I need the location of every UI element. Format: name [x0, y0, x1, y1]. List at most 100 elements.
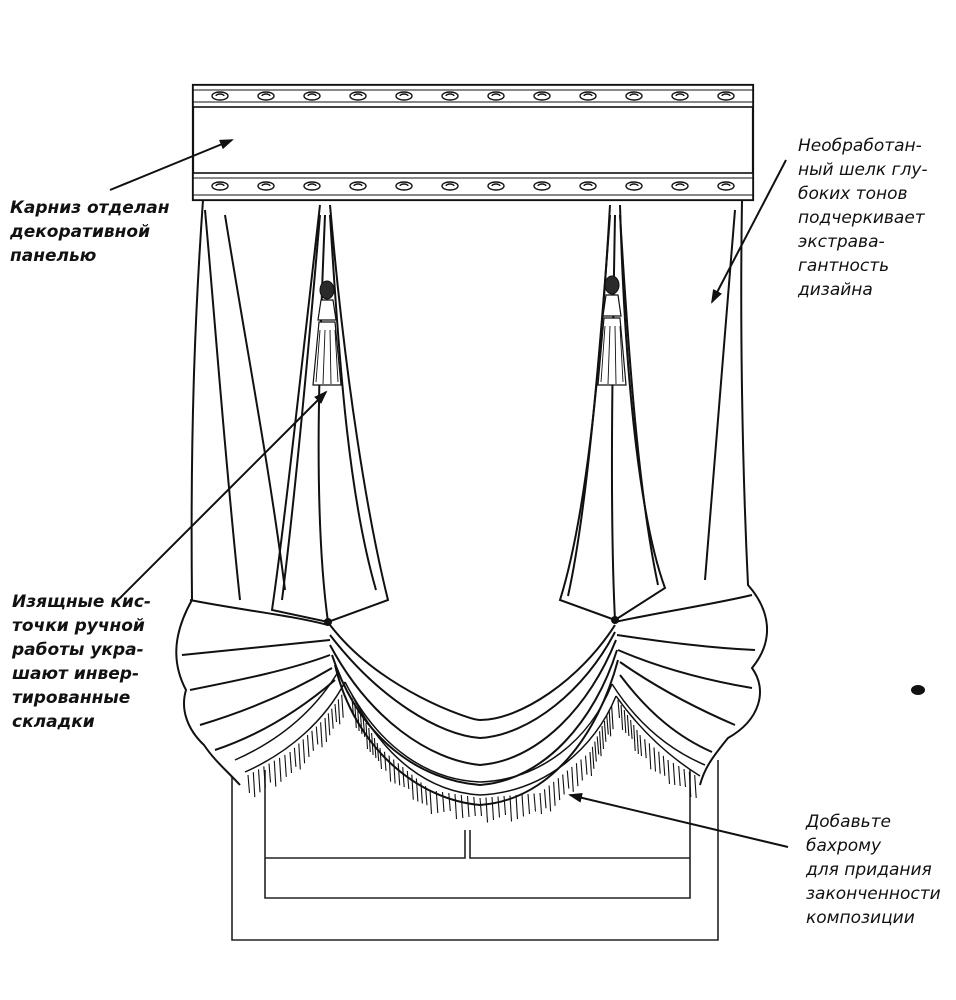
fringe-strand: [257, 769, 261, 793]
annotation-line: ный шелк глу-: [798, 160, 928, 180]
annotation-line: Изящные кис-: [12, 592, 151, 612]
fringe-strand: [327, 713, 331, 736]
fringe-strand: [273, 760, 277, 787]
fringe-strand: [626, 714, 630, 737]
fringe-strand: [575, 763, 579, 787]
fringe-strand: [373, 737, 377, 759]
fringe-strand: [571, 766, 574, 792]
arrow-silk: [711, 159, 787, 304]
fringe-strand: [351, 697, 355, 717]
window-frame-drawing: [231, 760, 719, 941]
fringe-strand: [636, 729, 639, 755]
rosette-ornament: [349, 181, 367, 191]
fringe-strand: [678, 765, 681, 787]
fringe-strand: [594, 741, 597, 762]
fringe-strand: [357, 707, 360, 732]
rosette-ornament: [625, 91, 643, 101]
annotation-line: подчеркивает: [798, 208, 925, 228]
arrow-fringe: [568, 792, 789, 848]
rosette-ornament: [579, 181, 597, 191]
fringe-strand: [491, 796, 495, 821]
fringe-strand: [247, 774, 251, 794]
fringe-strand: [473, 796, 476, 817]
fringe-strand: [688, 771, 692, 798]
fringe-strand: [293, 747, 297, 767]
fringe-strand: [337, 699, 341, 725]
annotation-line: Добавьте: [806, 812, 891, 832]
fringe-strand: [429, 789, 433, 815]
fringe-strand: [306, 734, 310, 758]
fringe-strand: [623, 709, 627, 734]
fringe-strand: [601, 725, 605, 750]
fringe-strand: [580, 759, 583, 781]
rosette-ornament: [671, 181, 689, 191]
annotation-line: композиции: [806, 908, 915, 928]
annotation-fringe: Добавьте бахрому для придания законченно…: [806, 810, 941, 930]
fringe-strand: [268, 763, 272, 783]
fringe-strand: [368, 727, 371, 753]
annotation-line: складки: [12, 712, 95, 732]
annotation-line: экстрава-: [798, 232, 885, 252]
fringe-strand: [553, 781, 556, 806]
fringe-strand: [320, 722, 323, 748]
rosette-ornament: [625, 181, 643, 191]
fringe-strand: [402, 767, 405, 788]
fringe-strand: [298, 743, 301, 770]
fringe-strand: [448, 792, 451, 812]
fringe-strand: [683, 768, 687, 788]
fringe-strand: [591, 746, 595, 769]
fringe-strand: [662, 755, 666, 776]
annotation-line: работы укра-: [12, 640, 144, 660]
annotation-line: Необработан-: [798, 136, 922, 156]
fringe-strand: [252, 772, 256, 798]
fringe-strand: [503, 795, 507, 816]
fringe-strand: [527, 793, 531, 815]
fringe-strand: [548, 785, 552, 812]
fringe-strand: [460, 794, 464, 819]
fringe-strand: [388, 755, 392, 782]
rosette-ornament: [257, 91, 275, 101]
fringe-strand: [557, 778, 561, 801]
fringe-strand: [362, 717, 366, 738]
rosette-ornament: [441, 91, 459, 101]
fringe-strand: [539, 792, 543, 815]
fringe-strand: [497, 796, 501, 818]
rosette-ornament: [349, 91, 367, 101]
annotation-line: шают инвер-: [12, 664, 139, 684]
fringe-strand: [509, 795, 513, 822]
fringe-strand: [608, 710, 612, 737]
fringe-strand: [331, 708, 334, 729]
annotation-line: Карниз отделан: [10, 198, 170, 218]
fringe-strand: [479, 797, 483, 817]
annotation-line: боких тонов: [798, 184, 908, 204]
fringe-strand: [406, 770, 410, 789]
annotation-line: дизайна: [798, 280, 873, 300]
fringe-strand: [515, 794, 519, 820]
fringe-strand: [411, 774, 414, 800]
fringe-strand: [644, 739, 647, 759]
rosette-ornament: [487, 91, 505, 101]
fringe-strand: [633, 724, 636, 752]
rosette-ornament: [303, 91, 321, 101]
trim-band-drawing: [234, 671, 706, 796]
annotation-line: бахрому: [806, 836, 882, 856]
fringe-strand: [284, 754, 287, 777]
fringe-strand: [543, 789, 547, 809]
rosette-ornament: [533, 91, 551, 101]
arrows: [109, 139, 789, 848]
annotation-tassels: Изящные кис- точки ручной работы укра- ш…: [12, 590, 151, 734]
fringe-strand: [324, 717, 328, 743]
fringe-strand: [420, 782, 423, 804]
fringe-strand: [653, 747, 657, 772]
fringe-strand: [454, 793, 458, 820]
arrow-tassels: [119, 390, 328, 599]
annotation-line: для придания: [806, 860, 932, 880]
rosette-ornament: [211, 181, 229, 191]
fringe-strand: [278, 757, 282, 782]
fringe-strand: [599, 731, 602, 757]
fringe-strand: [667, 759, 671, 785]
fringe-strand: [672, 762, 676, 786]
curtain-drawing: [175, 199, 768, 807]
rosette-ornament: [579, 91, 597, 101]
